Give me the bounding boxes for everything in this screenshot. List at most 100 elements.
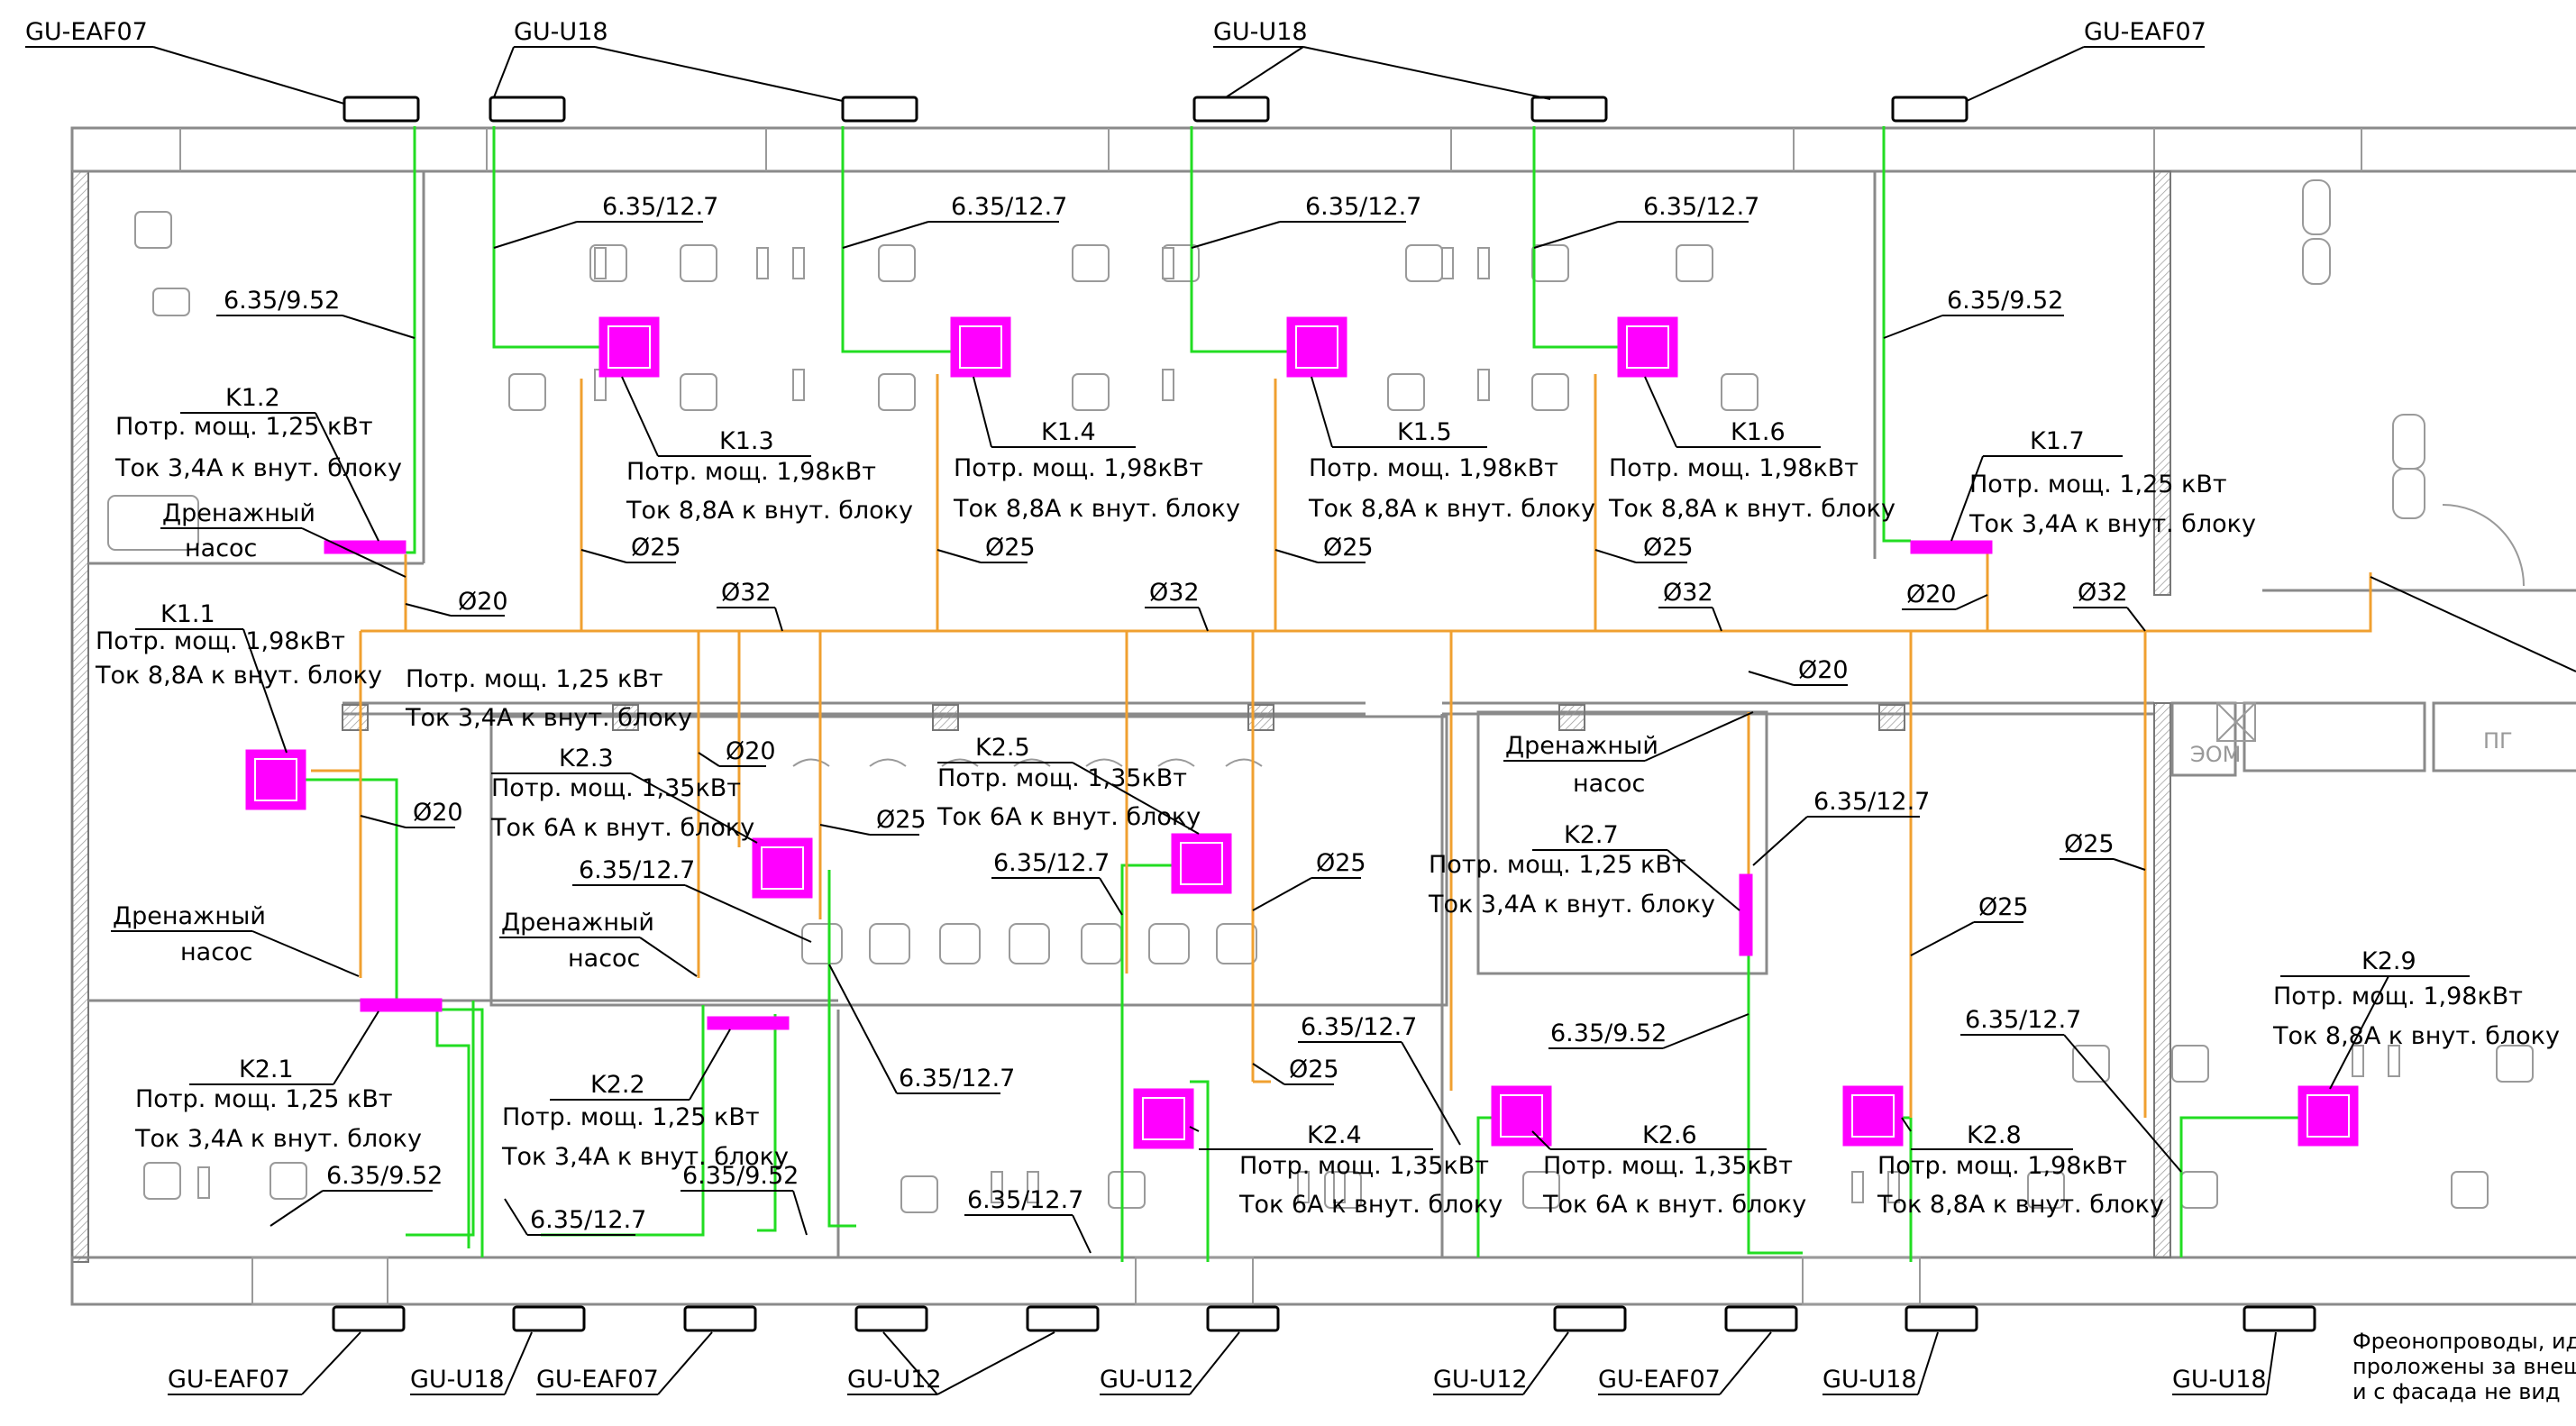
drain-pump-label: Дренажный bbox=[113, 902, 266, 930]
pipe-size-label: 6.35/12.7 bbox=[579, 856, 695, 884]
cassette-unit-k2-4 bbox=[1133, 1088, 1194, 1149]
unit-power: Потр. мощ. 1,25 кВт bbox=[115, 413, 373, 441]
cassette-unit-k1-1 bbox=[245, 749, 306, 810]
unit-power: Потр. мощ. 1,35кВт bbox=[937, 764, 1187, 792]
pipe-size-label: Ø20 bbox=[413, 799, 463, 827]
unit-current: Ток 8,8А к внут. блоку bbox=[95, 662, 382, 690]
unit-id: K2.5 bbox=[975, 734, 1030, 762]
pipe-size-label: 6.35/12.7 bbox=[602, 193, 718, 221]
outdoor-label: GU-U18 bbox=[1822, 1366, 1917, 1394]
note-line: проложены за внеш bbox=[2352, 1354, 2576, 1379]
unit-id: K1.6 bbox=[1731, 418, 1786, 446]
outdoor-unit bbox=[1905, 1305, 1978, 1332]
pipe-size-label: Ø25 bbox=[631, 534, 681, 562]
unit-power: Потр. мощ. 1,35кВт bbox=[1543, 1152, 1793, 1180]
outdoor-label: GU-EAF07 bbox=[536, 1366, 659, 1394]
unit-power: Потр. мощ. 1,25 кВт bbox=[135, 1085, 393, 1113]
unit-id: K1.3 bbox=[719, 427, 774, 455]
desk-row-top bbox=[508, 244, 1758, 411]
pipe-size-label: 6.35/12.7 bbox=[1305, 193, 1421, 221]
outdoor-label: GU-U12 bbox=[847, 1366, 942, 1394]
unit-current: Ток 3,4А к внут. блоку bbox=[405, 704, 692, 732]
unit-power: Потр. мощ. 1,25 кВт bbox=[1969, 471, 2227, 498]
unit-current: Ток 8,8А к внут. блоку bbox=[1308, 495, 1595, 523]
pipe-size-label: Ø32 bbox=[1149, 579, 1200, 607]
outdoor-unit bbox=[332, 1305, 406, 1332]
outdoor-label: GU-EAF07 bbox=[168, 1366, 290, 1394]
cassette-unit-k2-5 bbox=[1171, 833, 1232, 894]
pipe-size-label: 6.35/12.7 bbox=[1813, 788, 1930, 816]
unit-power: Потр. мощ. 1,98кВт bbox=[1877, 1152, 2127, 1180]
pipe-size-label: 6.35/9.52 bbox=[224, 287, 340, 315]
outdoor-unit bbox=[683, 1305, 757, 1332]
drain-pump-label: Дренажный bbox=[162, 499, 315, 527]
pipe-size-label: Ø20 bbox=[1798, 656, 1849, 684]
cassette-unit-k1-4 bbox=[950, 316, 1011, 378]
unit-id: K2.9 bbox=[2361, 947, 2416, 975]
building-walls: ЭОМ ПГ bbox=[70, 126, 2576, 1306]
desk-row-bottom bbox=[143, 1045, 2534, 1213]
drain-lines bbox=[311, 374, 2372, 1118]
drain-pump-label: насос bbox=[568, 945, 640, 973]
unit-id: K2.3 bbox=[559, 745, 614, 772]
pipe-size-label: 6.35/12.7 bbox=[530, 1206, 646, 1234]
freon-note: Фреонопроводы, ид проложены за внеш и с … bbox=[2352, 1329, 2576, 1404]
drain-pump-label: насос bbox=[1573, 770, 1645, 798]
unit-power: Потр. мощ. 1,98кВт bbox=[1609, 454, 1859, 482]
unit-power: Потр. мощ. 1,98кВт bbox=[2273, 983, 2523, 1010]
outdoor-label: GU-U12 bbox=[1100, 1366, 1194, 1394]
outdoor-label: GU-U12 bbox=[1433, 1366, 1528, 1394]
unit-power: Потр. мощ. 1,35кВт bbox=[491, 774, 741, 802]
outdoor-unit bbox=[1206, 1305, 1280, 1332]
pipe-size-label: Ø25 bbox=[1978, 893, 2029, 921]
unit-power: Потр. мощ. 1,35кВт bbox=[1239, 1152, 1489, 1180]
chairs-left-office bbox=[107, 211, 199, 551]
pipe-size-label: 6.35/9.52 bbox=[326, 1162, 443, 1190]
unit-id: K2.8 bbox=[1967, 1121, 2022, 1149]
unit-id: K1.5 bbox=[1397, 418, 1452, 446]
outdoor-label: GU-U18 bbox=[514, 18, 608, 46]
unit-current: Ток 3,4А к внут. блоку bbox=[501, 1143, 789, 1171]
pipe-size-label: Ø25 bbox=[2064, 830, 2115, 858]
unit-power: Потр. мощ. 1,98кВт bbox=[954, 454, 1203, 482]
drain-pump-label: Дренажный bbox=[501, 909, 654, 937]
pipe-size-label: 6.35/12.7 bbox=[1301, 1013, 1417, 1041]
pipe-labels: 6.35/12.7 6.35/12.7 6.35/12.7 6.35/12.7 … bbox=[216, 193, 2576, 1254]
cassette-unit-k2-8 bbox=[1842, 1085, 1904, 1147]
pipe-size-label: Ø20 bbox=[726, 737, 776, 765]
pipe-size-label: 6.35/12.7 bbox=[951, 193, 1067, 221]
pipe-size-label: Ø20 bbox=[1906, 580, 1957, 608]
unit-power: Потр. мощ. 1,98кВт bbox=[626, 458, 876, 486]
pipe-size-label: 6.35/12.7 bbox=[1643, 193, 1759, 221]
unit-id: K1.4 bbox=[1041, 418, 1096, 446]
pipe-size-label: 6.35/12.7 bbox=[1965, 1006, 2081, 1034]
outdoor-unit bbox=[1553, 1305, 1627, 1332]
outdoor-unit bbox=[841, 96, 918, 123]
pipe-size-label: 6.35/12.7 bbox=[967, 1186, 1083, 1214]
unit-power: Потр. мощ. 1,98кВт bbox=[1309, 454, 1558, 482]
unit-id: K2.1 bbox=[239, 1056, 294, 1083]
drain-pump-label: насос bbox=[185, 535, 257, 562]
pipe-size-label: Ø32 bbox=[1663, 579, 1713, 607]
unit-id: K2.6 bbox=[1642, 1121, 1697, 1149]
unit-current: Ток 8,8А к внут. блоку bbox=[1877, 1191, 2164, 1219]
indoor-units bbox=[245, 316, 2359, 1149]
outdoor-unit bbox=[1192, 96, 1270, 123]
cassette-unit-k2-6 bbox=[1491, 1085, 1552, 1147]
outdoor-unit bbox=[854, 1305, 928, 1332]
pipe-size-label: Ø25 bbox=[1289, 1056, 1339, 1083]
cassette-unit-k1-6 bbox=[1617, 316, 1678, 378]
drain-pump-labels: Дренажный насос Дренажный насос Дренажны… bbox=[111, 499, 1754, 977]
pipe-size-label: Ø32 bbox=[2078, 579, 2128, 607]
wall-unit-k1-2 bbox=[324, 540, 406, 554]
pipe-size-label: 6.35/9.52 bbox=[1550, 1019, 1667, 1047]
wall-unit-k2-1 bbox=[360, 998, 443, 1012]
unit-current: Ток 8,8А к внут. блоку bbox=[626, 497, 913, 525]
pipe-size-label: Ø25 bbox=[985, 534, 1036, 562]
unit-current: Ток 8,8А к внут. блоку bbox=[2272, 1022, 2560, 1050]
cassette-unit-k2-9 bbox=[2297, 1085, 2359, 1147]
unit-current: Ток 3,4А к внут. блоку bbox=[114, 454, 402, 482]
outdoor-label: GU-EAF07 bbox=[25, 18, 148, 46]
